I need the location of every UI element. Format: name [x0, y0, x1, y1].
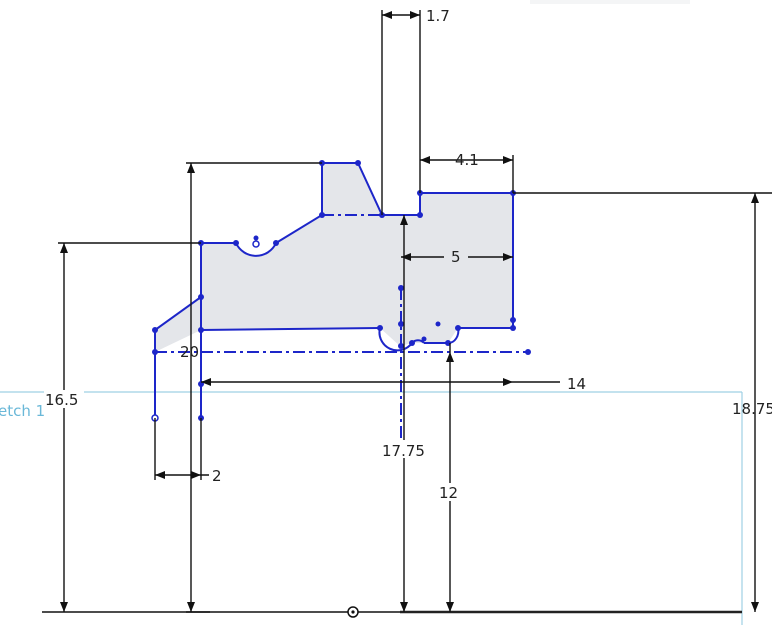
svg-text:1.7: 1.7 [426, 7, 450, 25]
dimension-4-1[interactable]: 4.1 [420, 151, 514, 193]
svg-text:5: 5 [451, 248, 461, 266]
origin-axis [42, 606, 742, 618]
top-toolbar-patch [530, 0, 690, 4]
dimension-1-7[interactable]: 1.7 [381, 7, 450, 215]
dimension-20[interactable]: 20 [180, 162, 322, 613]
svg-text:20: 20 [180, 343, 199, 361]
dimension-12[interactable]: 12 [437, 343, 463, 612]
svg-text:17.75: 17.75 [382, 442, 425, 460]
sketch-profile[interactable] [154, 162, 514, 418]
svg-text:2: 2 [212, 467, 222, 485]
dimension-2[interactable]: 2 [154, 418, 222, 485]
construction-lines[interactable] [155, 214, 528, 446]
svg-text:18.75: 18.75 [732, 400, 772, 418]
svg-text:12: 12 [439, 484, 458, 502]
dimension-16-5[interactable]: 16.5 [44, 242, 201, 612]
svg-text:14: 14 [567, 375, 586, 393]
profile-region [155, 163, 513, 346]
dimension-17-75[interactable]: 17.75 [381, 215, 427, 612]
svg-text:4.1: 4.1 [455, 151, 479, 169]
dimension-18-75[interactable]: 18.75 [513, 192, 772, 612]
svg-text:16.5: 16.5 [45, 391, 78, 409]
dimension-5[interactable]: 5 [401, 248, 513, 266]
sketch-name-label: etch 1 [0, 402, 45, 420]
sketch-plane [0, 391, 743, 625]
profile-region-small [155, 297, 201, 352]
dimension-14[interactable]: 14 [201, 375, 586, 393]
